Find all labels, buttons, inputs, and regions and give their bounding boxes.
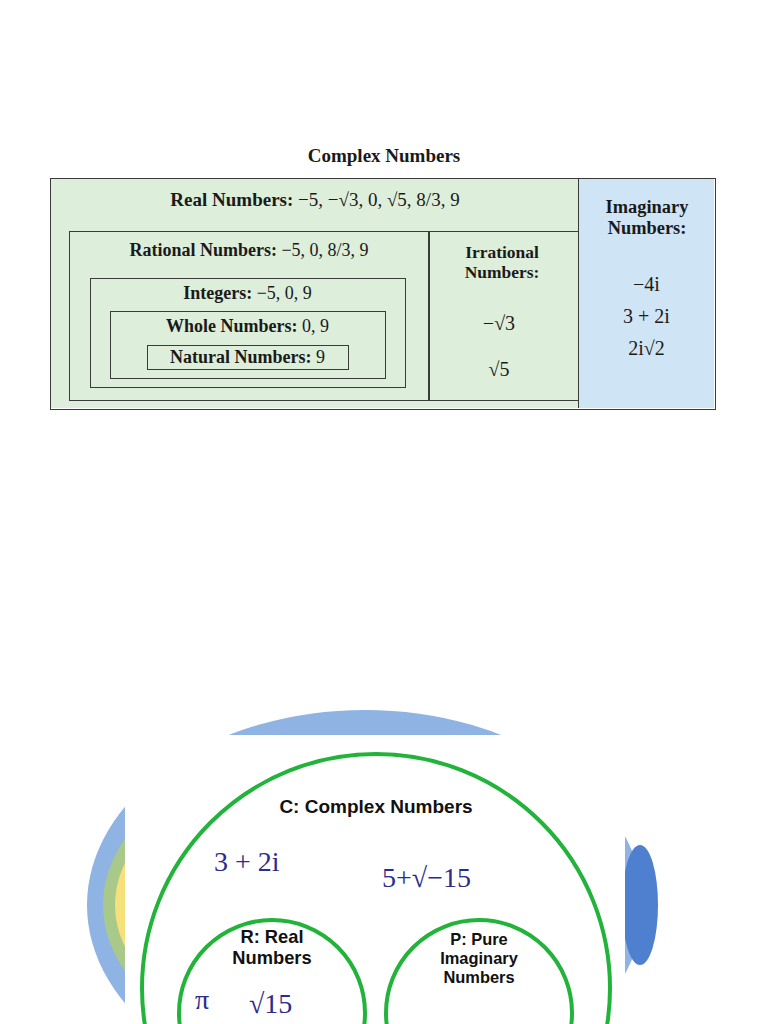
integers-box: Integers: −5, 0, 9 Whole Numbers: 0, 9 Nat…: [90, 278, 406, 388]
rational-box: Rational Numbers: −5, 0, 8/3, 9 Integers:…: [69, 231, 430, 401]
natural-box: Natural Numbers: 9: [147, 345, 349, 370]
node-label: 3 + 2i: [579, 305, 714, 328]
node-label: 2i√2: [579, 337, 714, 360]
node-label: Natural Numbers: 9: [148, 347, 347, 368]
node-label: √5: [429, 358, 569, 381]
right-ring-edge: [622, 845, 658, 965]
node-label: Rational Numbers: −5, 0, 8/3, 9: [70, 240, 428, 261]
node-label: 3 + 2i: [214, 846, 324, 878]
circle-outline: [140, 752, 612, 1024]
imaginary-region: Imaginary Numbers: −4i 3 + 2i 2i√2: [579, 179, 714, 408]
node-label: Integers: −5, 0, 9: [91, 283, 404, 304]
node-label: −√3: [429, 312, 569, 335]
node-label: R: Real Numbers: [217, 926, 327, 968]
complex-circle: C: Complex Numbers 3 + 2i 5+√−15 R: Real Nu…: [140, 752, 612, 1024]
real-circle: R: Real Numbers π √15: [177, 918, 367, 1024]
real-region: Real Numbers: −5, −√3, 0, √5, 8/3, 9 Rati…: [51, 179, 579, 408]
node-label: P: Pure Imaginary Numbers: [419, 930, 539, 987]
node-label: √15: [249, 988, 329, 1020]
whole-box: Whole Numbers: 0, 9 Natural Numbers: 9: [110, 311, 386, 379]
node-label: Real Numbers: −5, −√3, 0, √5, 8/3, 9: [51, 189, 579, 211]
node-label: Whole Numbers: 0, 9: [111, 316, 384, 337]
irrational-box: Irrational Numbers: −√3 √5: [428, 231, 579, 401]
node-label: −4i: [579, 273, 714, 296]
node-label: π: [195, 984, 235, 1016]
node-label: Complex Numbers: [51, 145, 717, 167]
node-label: Imaginary Numbers:: [583, 197, 711, 239]
imaginary-circle: P: Pure Imaginary Numbers: [384, 918, 574, 1024]
node-label: Irrational Numbers:: [437, 242, 567, 282]
node-label: C: Complex Numbers: [226, 796, 526, 818]
complex-box: Complex NumbersReal Numbers: −5, −√3, 0,…: [50, 178, 716, 410]
node-label: 5+√−15: [382, 862, 552, 894]
